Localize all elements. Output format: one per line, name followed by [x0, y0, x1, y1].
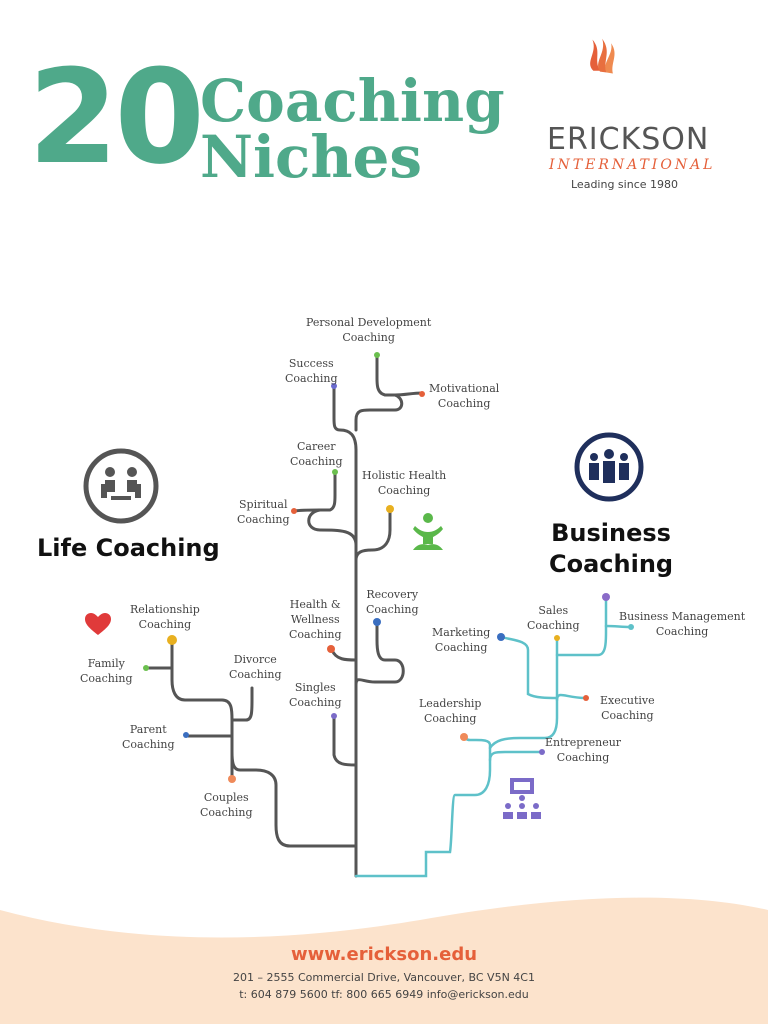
logo-subtitle: INTERNATIONAL	[549, 157, 716, 173]
footer-url-link[interactable]: www.erickson.edu	[290, 944, 478, 965]
team-icon	[574, 432, 644, 502]
footer-background	[0, 897, 768, 1024]
people-talking-icon	[83, 448, 159, 524]
title-word-niches: Niches	[200, 123, 423, 191]
title-number: 20	[28, 41, 205, 193]
life-coaching-title: Life Coaching	[37, 534, 220, 562]
footer-address: 201 – 2555 Commercial Drive, Vancouver, …	[233, 971, 535, 984]
logo-name: ERICKSON	[547, 122, 710, 157]
footer-contact: t: 604 879 5600 tf: 800 665 6949 info@er…	[239, 988, 529, 1001]
heart-icon	[85, 613, 111, 635]
title-word-coaching: Coaching	[200, 67, 505, 135]
flame-icon	[590, 38, 615, 74]
meditation-icon	[413, 513, 443, 550]
presenter-icon	[503, 778, 541, 819]
logo-tagline: Leading since 1980	[571, 178, 678, 191]
